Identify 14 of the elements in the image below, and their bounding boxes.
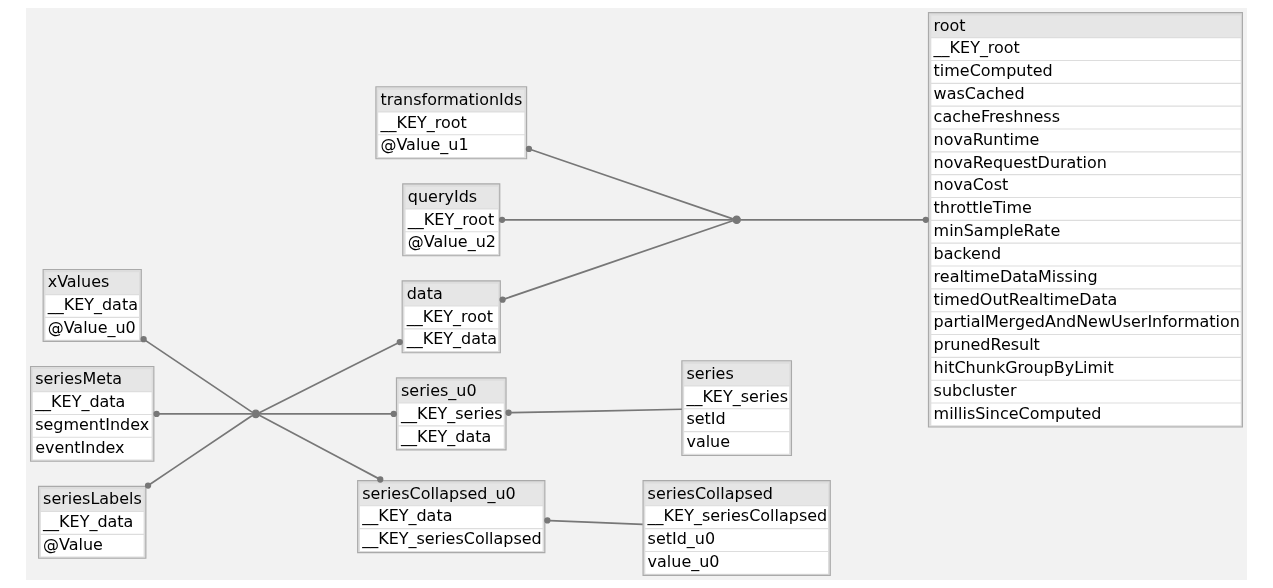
connector [144, 414, 253, 489]
connector [140, 336, 253, 413]
node-circle [251, 409, 260, 419]
connector [544, 517, 644, 526]
connector [498, 216, 734, 223]
connector [499, 219, 734, 303]
connector [153, 410, 253, 417]
connector [258, 339, 403, 414]
connector [525, 145, 734, 220]
connector [739, 216, 929, 223]
connector [505, 408, 683, 416]
connector [258, 410, 397, 417]
connector [258, 414, 384, 483]
node-circle [732, 215, 741, 225]
